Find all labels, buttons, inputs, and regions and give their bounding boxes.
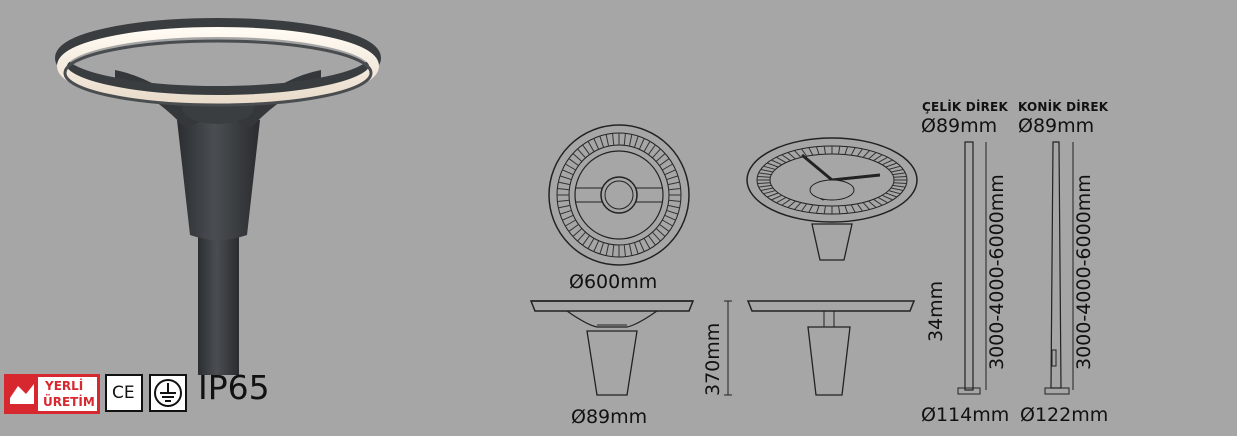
steel-pole-height-range: 3000-4000-6000mm — [986, 174, 1008, 370]
side-view-drawing — [724, 300, 916, 396]
yerli-uretim-badge — [4, 374, 100, 414]
conical-pole-title: KONİK DİREK — [1018, 100, 1109, 114]
top-view-drawing — [548, 124, 690, 266]
earth-ground-icon — [149, 374, 187, 412]
conical-pole-drawing — [1044, 141, 1074, 395]
conical-pole-height-range: 3000-4000-6000mm — [1073, 174, 1095, 370]
steel-pole-title: ÇELİK DİREK — [922, 100, 1008, 114]
isometric-view-drawing — [746, 137, 918, 261]
front-view-drawing — [529, 300, 695, 396]
yerli-label: YERLİ — [45, 379, 84, 393]
fixture-height-label: 370mm — [702, 322, 724, 396]
steel-pole-base-height: 34mm — [925, 280, 947, 342]
spigot-diameter-label: Ø89mm — [571, 406, 648, 428]
conical-pole-top-diameter: Ø89mm — [1018, 115, 1095, 137]
ip-rating: IP65 — [198, 368, 270, 407]
ce-mark: CE — [105, 374, 143, 412]
luminaire-render — [55, 18, 381, 375]
steel-pole-drawing — [957, 141, 987, 395]
conical-pole-bottom-diameter: Ø122mm — [1020, 404, 1109, 426]
steel-pole-top-diameter: Ø89mm — [921, 115, 998, 137]
steel-pole-bottom-diameter: Ø114mm — [921, 404, 1010, 426]
uretim-label: ÜRETİM — [43, 395, 95, 409]
diameter-top-label: Ø600mm — [569, 271, 658, 293]
